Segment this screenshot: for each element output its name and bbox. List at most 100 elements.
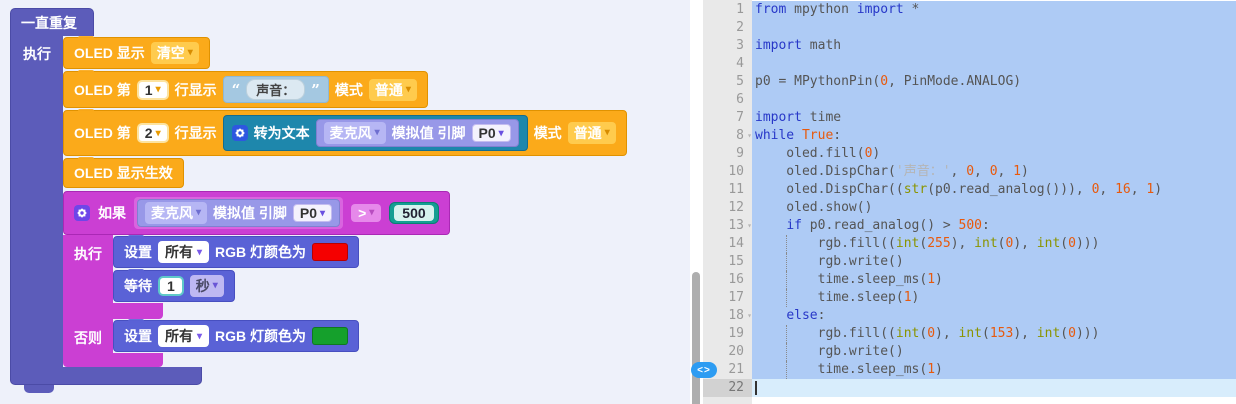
- code-token: (p0.read_analog())),: [927, 182, 1092, 197]
- editor-scrollbar-track[interactable]: [690, 0, 703, 404]
- code-token: , PinMode.ANALOG): [888, 74, 1022, 89]
- code-line[interactable]: oled.fill(0): [752, 145, 1236, 163]
- code-line[interactable]: oled.DispChar((str(p0.read_analog())), 0…: [752, 181, 1236, 199]
- code-token: math: [801, 38, 842, 53]
- gear-icon[interactable]: [74, 205, 90, 221]
- code-token: 0: [1068, 326, 1076, 341]
- code-line[interactable]: p0 = MPythonPin(0, PinMode.ANALOG): [752, 73, 1236, 91]
- block-wait[interactable]: 等待 1 秒: [113, 269, 235, 302]
- line-number: 18▾: [728, 308, 752, 323]
- block-forever-loop[interactable]: 一直重复 执行 OLED 显示 清空 OLED 第 1 行显示: [10, 8, 627, 393]
- code-line[interactable]: rgb.fill((int(255), int(0), int(0))): [752, 235, 1236, 253]
- line-number-dropdown[interactable]: 2: [136, 123, 169, 143]
- mode-dropdown[interactable]: 普通: [368, 78, 417, 101]
- fold-arrow-icon[interactable]: ▾: [747, 221, 752, 230]
- line-number: 1: [736, 2, 744, 17]
- block-set-rgb-green[interactable]: 设置 所有 RGB 灯颜色为: [113, 319, 360, 352]
- forever-loop-header[interactable]: 一直重复: [10, 8, 94, 36]
- color-swatch-green[interactable]: [312, 327, 349, 345]
- line-number: 16: [728, 272, 744, 287]
- code-position-badge[interactable]: <>: [691, 362, 717, 378]
- code-line[interactable]: [752, 379, 1236, 397]
- code-token: if: [786, 218, 802, 233]
- code-token: time: [801, 110, 842, 125]
- pin-dropdown[interactable]: P0: [292, 204, 333, 222]
- block-canvas[interactable]: 一直重复 执行 OLED 显示 清空 OLED 第 1 行显示: [0, 0, 690, 404]
- block-oled-show[interactable]: OLED 显示生效: [63, 157, 184, 188]
- else-label: 否则: [74, 330, 102, 346]
- code-token: from: [755, 2, 787, 17]
- code-token: p0.read_analog() >: [801, 218, 959, 233]
- code-line[interactable]: [752, 91, 1236, 109]
- line-number-dropdown[interactable]: 1: [136, 79, 169, 100]
- code-token: ),: [950, 236, 975, 251]
- led-select-dropdown[interactable]: 所有: [158, 241, 210, 263]
- line-number: 10: [728, 164, 744, 179]
- sensor-dropdown[interactable]: 麦克风: [145, 202, 208, 224]
- scrollbar-thumb[interactable]: [692, 272, 700, 404]
- code-line[interactable]: [752, 55, 1236, 73]
- wait-value-input[interactable]: 1: [158, 276, 184, 296]
- clear-dropdown[interactable]: 清空: [150, 42, 199, 64]
- block-oled-clear[interactable]: OLED 显示 清空: [63, 36, 210, 69]
- block-if-else[interactable]: 如果 麦克风 模拟值 引脚 P0 > 500: [63, 191, 450, 367]
- code-line[interactable]: rgb.fill((int(0), int(153), int(0))): [752, 325, 1236, 343]
- led-select-dropdown[interactable]: 所有: [158, 325, 210, 347]
- open-quote-icon: “: [231, 80, 241, 99]
- code-token: rgb.fill((: [755, 236, 896, 251]
- rgb-color-label: RGB 灯颜色为: [215, 328, 307, 344]
- line-number: 9: [736, 146, 744, 161]
- fold-arrow-icon[interactable]: ▾: [747, 311, 752, 320]
- code-token: 0: [880, 74, 889, 89]
- block-microphone-analog[interactable]: 麦克风 模拟值 引脚 P0: [315, 119, 519, 147]
- block-number-500[interactable]: 500: [389, 202, 439, 224]
- pin-dropdown[interactable]: P0: [471, 124, 511, 142]
- line-number: 17: [728, 290, 744, 305]
- block-to-text[interactable]: 转为文本 麦克风 模拟值 引脚 P0: [222, 115, 528, 151]
- string-block[interactable]: “ 声音： ”: [222, 76, 329, 103]
- block-oled-line1[interactable]: OLED 第 1 行显示 “ 声音： ” 模式 普通: [63, 70, 428, 108]
- code-line[interactable]: oled.DispChar('声音：', 0, 0, 1): [752, 163, 1236, 181]
- time-unit-dropdown[interactable]: 秒: [189, 275, 224, 297]
- code-line[interactable]: rgb.write(): [752, 343, 1236, 361]
- code-token: int: [1036, 326, 1061, 341]
- code-line[interactable]: [752, 19, 1236, 37]
- code-token: oled.DispChar((: [755, 182, 904, 197]
- code-line[interactable]: from mpython import *: [752, 1, 1236, 19]
- code-line[interactable]: rgb.write(): [752, 253, 1236, 271]
- fold-arrow-icon[interactable]: ▾: [747, 131, 752, 140]
- color-swatch-red[interactable]: [312, 243, 349, 261]
- code-line[interactable]: import math: [752, 37, 1236, 55]
- code-token: ): [935, 362, 943, 377]
- code-token: import: [856, 2, 904, 17]
- if-condition-row[interactable]: 如果 麦克风 模拟值 引脚 P0 > 500: [63, 191, 450, 235]
- sensor-dropdown[interactable]: 麦克风: [323, 122, 386, 144]
- string-field[interactable]: 声音：: [246, 79, 306, 100]
- oled-display-label: OLED 显示: [74, 45, 145, 61]
- block-microphone-analog[interactable]: 麦克风 模拟值 引脚 P0: [137, 199, 341, 227]
- code-line[interactable]: while True:: [752, 127, 1236, 145]
- block-oled-line2[interactable]: OLED 第 2 行显示 转为文本 麦克风 模拟值 引脚 P0: [63, 109, 627, 156]
- code-line[interactable]: time.sleep(1): [752, 289, 1236, 307]
- code-token: 1: [1013, 164, 1021, 179]
- analog-pin-label: 模拟值 引脚: [213, 205, 287, 221]
- code-line[interactable]: import time: [752, 109, 1236, 127]
- code-line[interactable]: else:: [752, 307, 1236, 325]
- oled-show-label: OLED 显示生效: [74, 165, 173, 181]
- code-line[interactable]: time.sleep_ms(1): [752, 271, 1236, 289]
- operator-dropdown[interactable]: >: [351, 204, 382, 222]
- line-number: 22: [703, 379, 752, 397]
- gear-icon[interactable]: [231, 125, 248, 141]
- line-number: 2: [736, 20, 744, 35]
- code-line[interactable]: oled.show(): [752, 199, 1236, 217]
- code-line[interactable]: time.sleep_ms(1): [752, 361, 1236, 379]
- number-field[interactable]: 500: [394, 205, 434, 221]
- mode-dropdown[interactable]: 普通: [567, 122, 616, 144]
- code-line[interactable]: if p0.read_analog() > 500:: [752, 217, 1236, 235]
- code-token: ,: [1130, 182, 1147, 197]
- block-set-rgb-red[interactable]: 设置 所有 RGB 灯颜色为: [113, 235, 360, 268]
- wait-label: 等待: [124, 278, 152, 294]
